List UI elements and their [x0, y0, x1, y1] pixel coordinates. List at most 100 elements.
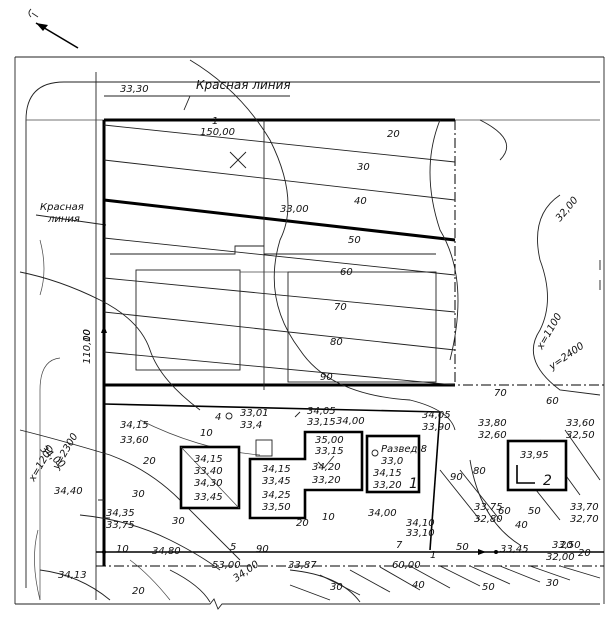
b1-bot: 33,45 [194, 492, 223, 503]
building-1: 33,40 34,15 34,30 33,45 [179, 445, 241, 510]
c20low: 20 [296, 518, 309, 529]
slope-hatch [39, 429, 601, 603]
dim-bottom-2: 60,00 [392, 560, 421, 571]
b2-b: 33,45 [262, 476, 291, 487]
e3413: 34,13 [58, 570, 87, 581]
e3300: 33,00 [280, 204, 309, 215]
red-line-left: Красная линия [35, 202, 107, 226]
building-4: Развед.8 33,0 34,15 33,20 1 [365, 434, 427, 494]
e4-a: 33,01 [240, 408, 269, 419]
c90: 90 [320, 372, 333, 383]
c20b: 20 [143, 456, 156, 467]
e3360: 33,60 [120, 435, 149, 446]
e3350: 33,50 [552, 540, 581, 551]
dim-top-num: 1 [212, 116, 218, 127]
c30: 30 [357, 162, 370, 173]
e3330: 33,30 [120, 84, 149, 95]
c30low: 30 [172, 516, 185, 527]
c90b: 90 [450, 472, 463, 483]
e3280: 32,80 [474, 514, 503, 525]
e3410: 34,10 [406, 518, 435, 529]
c20low2: 20 [560, 540, 573, 551]
c40: 40 [354, 196, 367, 207]
c30low3: 30 [546, 578, 559, 589]
b2-d: 33,50 [262, 502, 291, 513]
e3375r: 33,75 [474, 502, 503, 513]
dimensions: 1 150,00 110,00 10 53,00 60,00 1 [82, 116, 486, 571]
c50low2: 50 [482, 582, 495, 593]
c40low: 40 [412, 580, 425, 591]
c60b: 60 [498, 506, 511, 517]
b3-a: 35,00 [315, 435, 344, 446]
b4-title: Развед.8 [381, 444, 427, 455]
c50low: 50 [456, 542, 469, 553]
c90low: 90 [256, 544, 269, 555]
e3405: 34,05 [422, 410, 451, 421]
c60: 60 [340, 267, 353, 278]
dim-bottom-num: 1 [430, 550, 436, 561]
e3480: 34,80 [152, 546, 181, 557]
dim-left-num: 10 [82, 329, 93, 342]
red-line-left-label-2: линия [47, 214, 80, 225]
c7low: 7 [396, 540, 403, 551]
b1-top: 33,40 [194, 466, 223, 477]
c60r: 60 [546, 396, 559, 407]
e3415a: 34,15 [120, 420, 149, 431]
b5-num: 2 [543, 473, 552, 489]
c50: 50 [348, 235, 361, 246]
c20: 20 [387, 129, 400, 140]
e3345: 33,45 [500, 544, 529, 555]
e3200: 32,00 [554, 195, 581, 224]
c10low: 10 [322, 512, 335, 523]
e4-b: 33,4 [240, 420, 262, 431]
dim-top: 150,00 [200, 127, 235, 138]
b2-c: 34,25 [262, 490, 291, 501]
c20low3: 20 [578, 548, 591, 559]
b4-a: 33,0 [381, 456, 403, 467]
e3400d: 34,00 [336, 416, 365, 427]
red-line-top-label: Красная линия [196, 78, 291, 92]
b5-a: 33,95 [520, 450, 549, 461]
e3390: 33,90 [422, 422, 451, 433]
building-5: 33,95 2 [506, 439, 568, 492]
b1-mid2: 34,30 [194, 478, 223, 489]
c70b: 70 [494, 388, 507, 399]
block-boundaries [96, 118, 604, 567]
c50b: 50 [528, 506, 541, 517]
b4-num: 1 [409, 476, 418, 492]
c20c: 20 [132, 586, 145, 597]
b1-mid1: 34,15 [194, 454, 223, 465]
e3201: 32,00 [546, 552, 575, 563]
c40b: 40 [515, 520, 528, 531]
coord-y-right: y=2400 [547, 341, 587, 373]
c30low2: 30 [330, 582, 343, 593]
e3360r: 33,60 [566, 418, 595, 429]
b3-b: 33,15 [315, 446, 344, 457]
dim-left: 110,00 [82, 329, 93, 364]
e4-num: 4 [215, 412, 221, 423]
e3260: 32,60 [478, 430, 507, 441]
e3315: 33,15 [307, 417, 336, 428]
c70: 70 [334, 302, 347, 313]
red-line-left-label-1: Красная [40, 202, 84, 213]
dim-bottom-1: 53,00 [212, 560, 241, 571]
b3-d: 33,20 [312, 475, 341, 486]
b4-b: 34,15 [373, 468, 402, 479]
sheet-frame [14, 56, 605, 610]
e3485: 34,05 [307, 406, 336, 417]
b3-c: 34,20 [312, 462, 341, 473]
c80: 80 [330, 337, 343, 348]
e3435: 34,35 [106, 508, 135, 519]
c30b: 30 [132, 489, 145, 500]
e3370: 33,70 [570, 502, 599, 513]
terrain-contours [19, 59, 601, 601]
e3387: 33,87 [288, 560, 317, 571]
building-3: 35,00 33,15 34,20 33,20 [312, 435, 344, 486]
c80b: 80 [473, 466, 486, 477]
parcel-lines [110, 120, 437, 390]
c5low: 5 [230, 542, 236, 553]
north-arrow-icon [28, 8, 79, 49]
e3270: 32,70 [570, 514, 599, 525]
b2-a: 34,15 [262, 464, 291, 475]
